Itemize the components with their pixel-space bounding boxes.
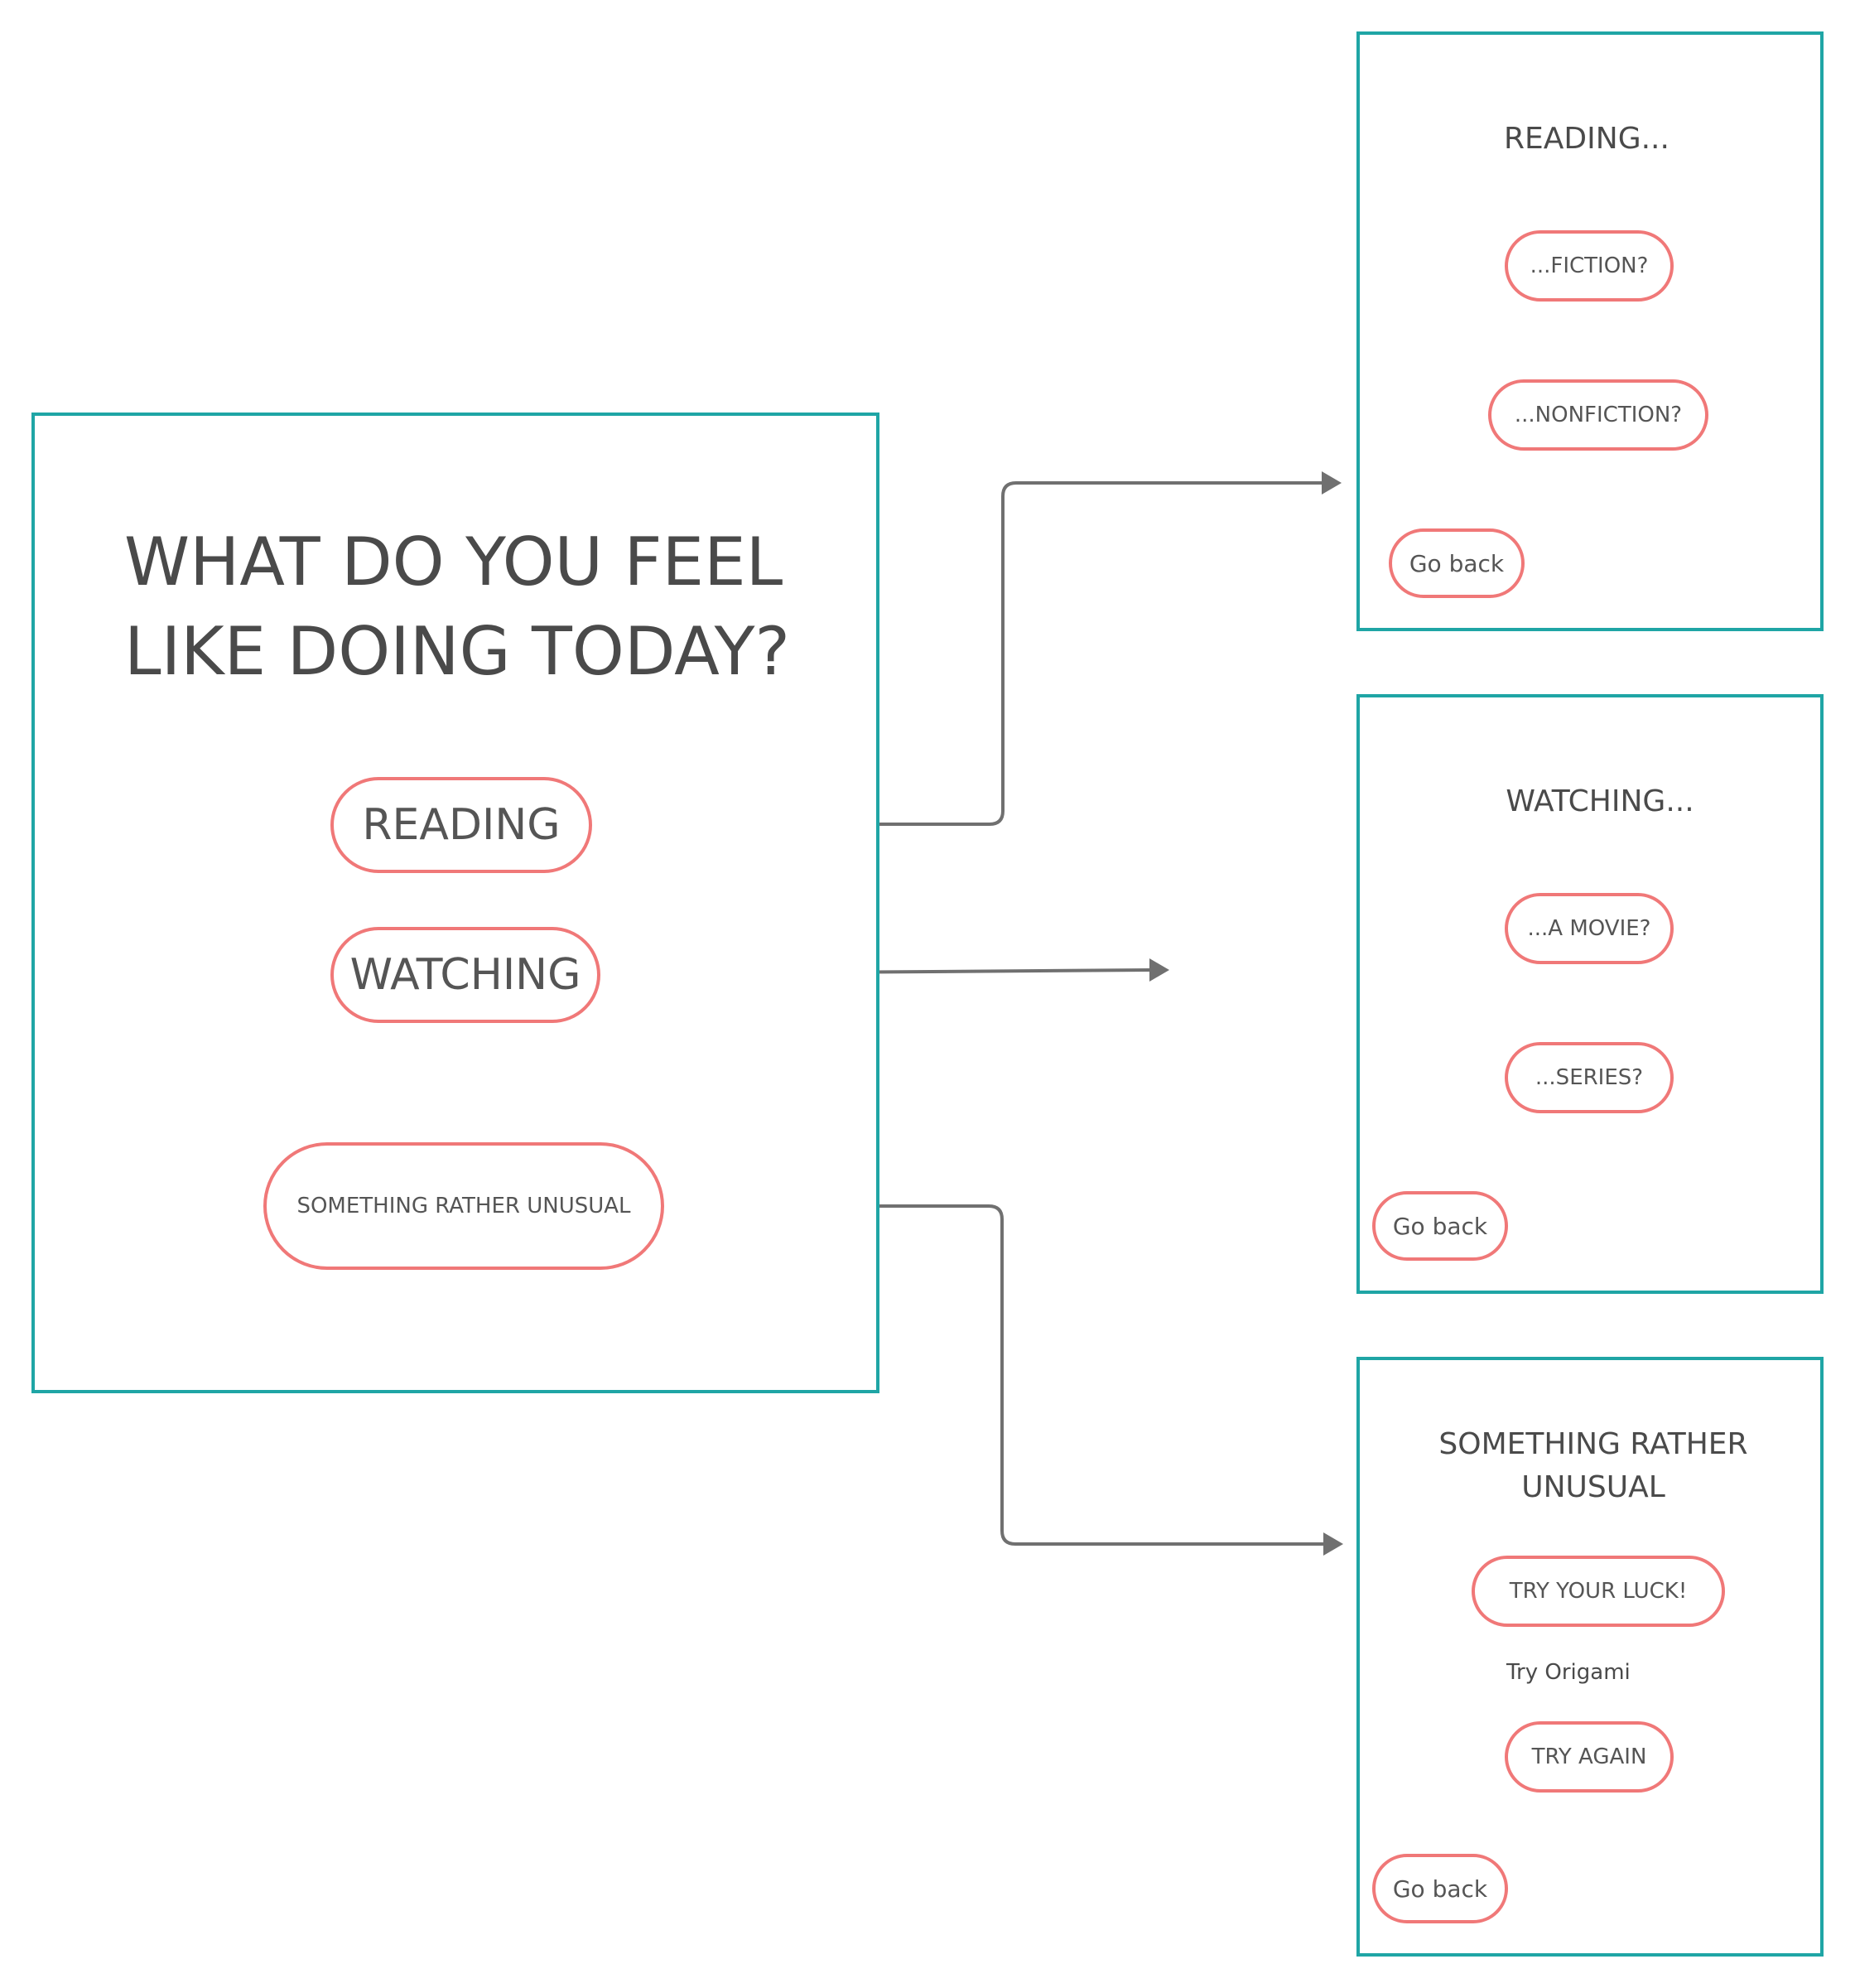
main-title-line-2: LIKE DOING TODAY? bbox=[124, 613, 790, 690]
arrowhead-watching bbox=[1149, 958, 1169, 982]
try-your-luck-button[interactable]: TRY YOUR LUCK! bbox=[1472, 1556, 1725, 1627]
movie-button[interactable]: ...A MOVIE? bbox=[1505, 893, 1674, 964]
watching-go-back-button[interactable]: Go back bbox=[1372, 1191, 1508, 1261]
unusual-screen-title: SOMETHING RATHER UNUSUAL bbox=[1363, 1423, 1824, 1509]
unusual-title-line-2: UNUSUAL bbox=[1521, 1470, 1665, 1504]
try-again-button[interactable]: TRY AGAIN bbox=[1505, 1721, 1674, 1793]
main-screen-title: WHAT DO YOU FEEL LIKE DOING TODAY? bbox=[124, 518, 803, 697]
series-button[interactable]: ...SERIES? bbox=[1505, 1042, 1674, 1113]
reading-go-back-button[interactable]: Go back bbox=[1389, 528, 1525, 598]
nonfiction-button[interactable]: ...NONFICTION? bbox=[1488, 379, 1708, 451]
unusual-button[interactable]: SOMETHING RATHER UNUSUAL bbox=[263, 1142, 664, 1270]
unusual-title-line-1: SOMETHING RATHER bbox=[1438, 1427, 1748, 1461]
reading-screen-title: READING... bbox=[1504, 122, 1670, 156]
origami-suggestion: Try Origami bbox=[1506, 1660, 1631, 1685]
main-title-line-1: WHAT DO YOU FEEL bbox=[124, 524, 783, 601]
arrowhead-reading bbox=[1322, 471, 1342, 495]
reading-button[interactable]: READING bbox=[330, 777, 592, 873]
unusual-go-back-button[interactable]: Go back bbox=[1372, 1854, 1508, 1923]
fiction-button[interactable]: ...FICTION? bbox=[1505, 230, 1674, 302]
arrowhead-unusual bbox=[1323, 1532, 1343, 1556]
watching-button[interactable]: WATCHING bbox=[330, 927, 600, 1023]
watching-screen-title: WATCHING... bbox=[1506, 784, 1694, 818]
